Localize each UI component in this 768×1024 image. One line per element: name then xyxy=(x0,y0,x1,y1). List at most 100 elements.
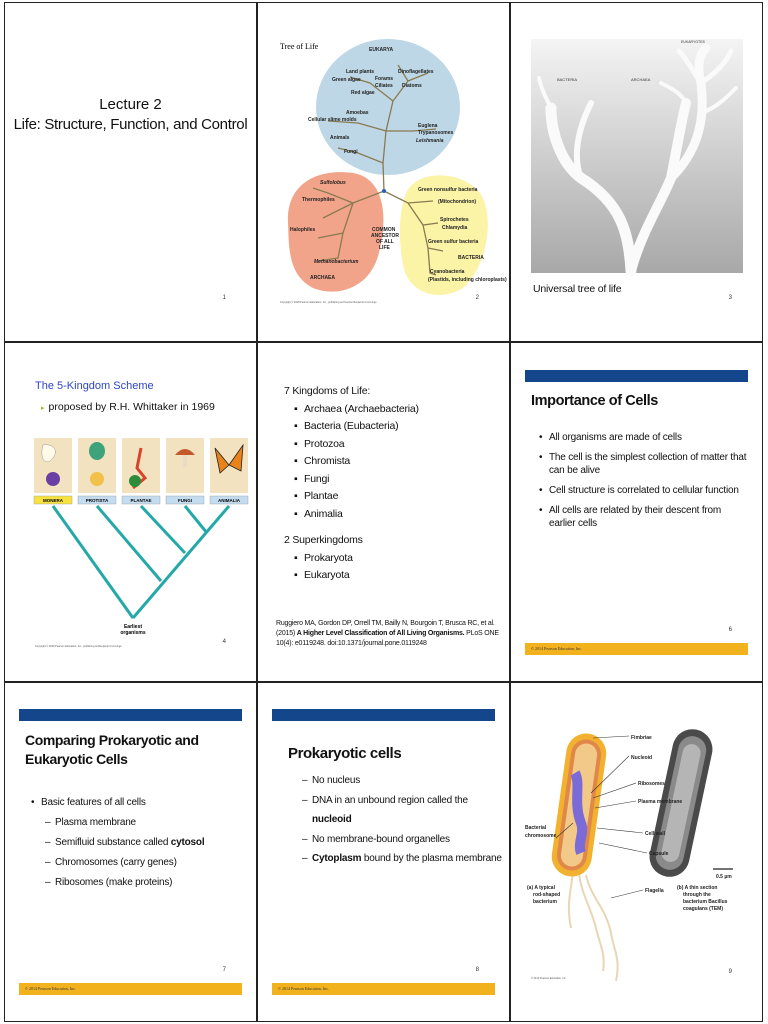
label-capsule: Capsule xyxy=(649,851,669,857)
root-label-1: COMMON xyxy=(372,227,396,233)
nucleoid-shape xyxy=(570,770,588,855)
slide-6[interactable]: Importance of Cells All organisms are ma… xyxy=(510,342,763,682)
kingdom-monera: MONERA xyxy=(43,498,64,503)
prokaryote-features: No nucleus DNA in an unbound region call… xyxy=(302,771,509,869)
list-item: Plantae xyxy=(294,488,419,506)
list-item: Chromosomes (carry genes) xyxy=(45,853,204,873)
list-item: No nucleus xyxy=(302,771,509,791)
page-number: 6 xyxy=(728,627,732,633)
kingdom-fungi: FUNGI xyxy=(178,498,192,503)
taxon-chlamydia: Chlamydia xyxy=(442,225,468,231)
bacterium-cell xyxy=(551,733,607,877)
slide-4[interactable]: The 5-Kingdom Scheme ▸proposed by R.H. W… xyxy=(4,342,257,682)
captions: (a) A typical rod-shaped bacterium (b) A… xyxy=(527,885,728,912)
list-item: Chromista xyxy=(294,453,419,471)
copyright: Copyright © 2008 Pearson Education, Inc.… xyxy=(280,301,377,304)
group-eukaryotes: EUKARYOTES xyxy=(681,40,706,44)
bullet-marker: ▸ xyxy=(41,405,45,412)
list-item: No membrane-bound organelles xyxy=(302,830,509,850)
caption-a-2: rod-shaped xyxy=(533,892,560,898)
taxon-spirochetes: Spirochetes xyxy=(440,217,469,223)
protista-icon xyxy=(89,442,105,460)
caption-b-2: through the xyxy=(683,892,711,898)
header-bar xyxy=(19,709,242,721)
taxon-amoebas: Amoebas xyxy=(346,110,369,116)
slide-6-title: Importance of Cells xyxy=(531,393,658,409)
taxon-green-nonsulfur: Green nonsulfur bacteria xyxy=(418,187,478,193)
list-item: Protozoa xyxy=(294,436,419,454)
list-item: Semifluid substance called cytosol xyxy=(45,833,205,853)
taxon-methanobacterium: Methanobacterium xyxy=(314,259,359,265)
footer-bar: © 2014 Pearson Education, Inc. xyxy=(19,983,242,995)
slide-5[interactable]: 7 Kingdoms of Life: Archaea (Archaebacte… xyxy=(257,342,510,682)
list-item: Fungi xyxy=(294,471,419,489)
reference-authors: Ruggiero MA, Gordon DP, Orrell TM, Baill… xyxy=(276,620,495,637)
list-item: Prokaryota xyxy=(294,550,419,568)
list-item: Basic features of all cells xyxy=(31,793,204,813)
kingdoms-list: Archaea (Archaebacteria) Bacteria (Eubac… xyxy=(284,401,419,524)
taxon-animals: Animals xyxy=(330,135,350,141)
monera-icon xyxy=(46,472,60,486)
five-kingdom-diagram: MONERA PROTISTA PLANTAE FUNGI ANIMALIA E… xyxy=(33,438,249,648)
item-bold: nucleoid xyxy=(312,814,352,825)
slide-4-title: The 5-Kingdom Scheme xyxy=(35,380,154,392)
slide-1[interactable]: Lecture 2 Life: Structure, Function, and… xyxy=(4,2,257,342)
label-chromosome-1: Bacterial xyxy=(525,825,547,831)
taxon-green-sulfur: Green sulfur bacteria xyxy=(428,239,479,245)
slide-8[interactable]: Prokaryotic cells No nucleus DNA in an u… xyxy=(257,682,510,1022)
header-bar xyxy=(525,370,748,382)
slide-grid: Lecture 2 Life: Structure, Function, and… xyxy=(4,2,764,1022)
slide-1-title: Lecture 2 Life: Structure, Function, and… xyxy=(5,95,256,135)
taxon-green-algae: Green algae xyxy=(332,77,361,83)
bacterium-diagram: Fimbriae Nucleoid Ribosomes Plasma membr… xyxy=(525,729,733,982)
item-text: DNA in an unbound region called the xyxy=(312,794,468,806)
slide-3[interactable]: BACTERIA ARCHAEA EUKARYOTES Universal tr… xyxy=(510,2,763,342)
eukarya-label: EUKARYA xyxy=(369,47,393,53)
label-lines xyxy=(555,735,648,899)
animalia-icon xyxy=(214,443,244,474)
item-bold: cytosol xyxy=(170,837,205,848)
taxon-land-plants: Land plants xyxy=(346,69,374,75)
page-number: 4 xyxy=(222,639,226,645)
slide-9[interactable]: Fimbriae Nucleoid Ribosomes Plasma membr… xyxy=(510,682,763,1022)
label-nucleoid: Nucleoid xyxy=(631,755,652,761)
label-fimbriae: Fimbriae xyxy=(631,735,652,741)
tree-caption: Universal tree of life xyxy=(533,283,622,295)
taxon-halophiles: Halophiles xyxy=(290,227,316,233)
list-item: Bacteria (Eubacteria) xyxy=(294,418,419,436)
kingdom-plantae: PLANTAE xyxy=(131,498,152,503)
archaea-region xyxy=(287,172,384,292)
tree-branches xyxy=(312,64,444,276)
root-label-2: ANCESTOR xyxy=(371,233,399,239)
taxon-cyanobacteria: Cyanobacteria xyxy=(430,269,465,275)
label-plasma-membrane: Plasma membrane xyxy=(638,799,682,805)
reference-citation: PLoS ONE 10(4): e0119248. doi:10.1371/jo… xyxy=(276,630,499,647)
tree-trunks xyxy=(537,43,738,277)
reference-title[interactable]: A Higher Level Classification of All Liv… xyxy=(296,630,465,637)
slide-4-bullet: ▸proposed by R.H. Whittaker in 1969 xyxy=(41,401,215,413)
slide-2[interactable]: Tree of Life EUKA xyxy=(257,2,510,342)
bacteria-region xyxy=(399,175,488,295)
taxon-forams: Forams xyxy=(375,76,393,82)
bacteria-label: BACTERIA xyxy=(458,255,484,261)
slide-7[interactable]: Comparing Prokaryotic and Eukaryotic Cel… xyxy=(4,682,257,1022)
list-item: Ribosomes (make proteins) xyxy=(45,873,204,893)
taxon-plastids: (Plastids, including chloroplasts) xyxy=(428,277,507,283)
tree-of-life-diagram: Tree of Life EUKA xyxy=(280,39,507,304)
caption-b-4: coagulans (TEM) xyxy=(683,906,723,912)
list-item: Eukaryota xyxy=(294,567,419,585)
taxon-dinoflagellates: Dinoflagellates xyxy=(398,69,434,75)
fungi-icon xyxy=(175,449,195,455)
flagella xyxy=(567,870,619,982)
list-item: All organisms are made of cells xyxy=(539,431,748,444)
copyright: © 2014 Pearson Education, Inc. xyxy=(531,977,567,980)
root-label-line-1: Earliest xyxy=(124,624,142,630)
taxon-diatoms: Diatoms xyxy=(402,83,422,89)
taxon-leishmania: Leishmania xyxy=(416,138,444,144)
label-flagella: Flagella xyxy=(645,888,664,894)
phylogeny-lines xyxy=(51,504,231,619)
slide-5-content: 7 Kingdoms of Life: Archaea (Archaebacte… xyxy=(284,383,419,585)
item-text: Semifluid substance called xyxy=(55,837,169,848)
page-number: 8 xyxy=(475,967,479,973)
page-number: 9 xyxy=(728,969,732,975)
